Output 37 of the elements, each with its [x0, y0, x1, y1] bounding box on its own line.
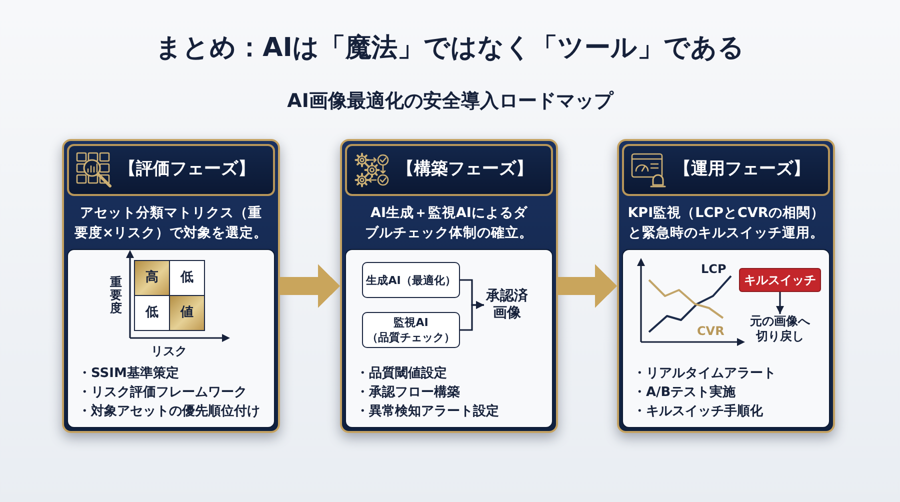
bullet-item: ・SSIM基準策定: [78, 364, 179, 383]
axis-label: 重要度: [110, 276, 122, 315]
bullet-item: ・リアルタイムアラート: [633, 365, 776, 383]
kill-switch-tag: キルスイッチ: [739, 268, 821, 292]
phase-card: [62, 139, 280, 433]
bullet-item: ・A/Bテスト実施: [633, 384, 736, 402]
process-box: 生成AI（最適化）: [362, 262, 460, 298]
bullet-item: ・異常検知アラート設定: [356, 402, 499, 421]
matrix-cell: 高: [134, 260, 170, 296]
series-label: CVR: [697, 324, 724, 338]
arrow: [776, 292, 784, 314]
subtitle: AI画像最適化の安全導入ロードマップ: [287, 89, 613, 114]
phase-heading: 【構築フェーズ】: [397, 158, 533, 181]
title: まとめ：AIは「魔法」ではなく「ツール」である: [156, 32, 744, 64]
phase-description: アセット分類マトリクス（重要度×リスク）で対象を選定。: [73, 204, 269, 243]
axis-label: リスク: [151, 344, 187, 358]
phase-heading: 【運用フェーズ】: [674, 158, 810, 181]
matrix-cell: 低: [169, 260, 205, 296]
phase-heading: 【評価フェーズ】: [119, 158, 255, 181]
arrow: [558, 264, 617, 308]
phase-description: KPI監視（LCPとCVRの相関）と緊急時のキルスイッチ運用。: [626, 204, 826, 243]
bullet-item: ・対象アセットの優先順位付け: [78, 402, 260, 421]
process-box: 監視AI（品質チェック）: [362, 312, 460, 348]
arrow: [280, 264, 340, 308]
matrix-cell: 低: [134, 295, 170, 331]
bullet-item: ・品質閾値設定: [356, 364, 447, 383]
bullet-item: ・キルスイッチ手順化: [633, 402, 763, 421]
phase-card: [340, 139, 558, 433]
series-label: LCP: [701, 262, 726, 276]
phase-card: [617, 139, 835, 433]
matrix-cell: 値: [169, 295, 205, 331]
result-text: 承認済画像: [484, 288, 530, 322]
bullet-item: ・承認フロー構築: [356, 384, 460, 402]
action-text: 元の画像へ切り戻し: [749, 314, 811, 344]
phase-description: AI生成＋監視AIによるダブルチェック体制の確立。: [364, 204, 534, 243]
bullet-item: ・リスク評価フレームワーク: [78, 384, 247, 402]
arrow: [460, 301, 484, 331]
